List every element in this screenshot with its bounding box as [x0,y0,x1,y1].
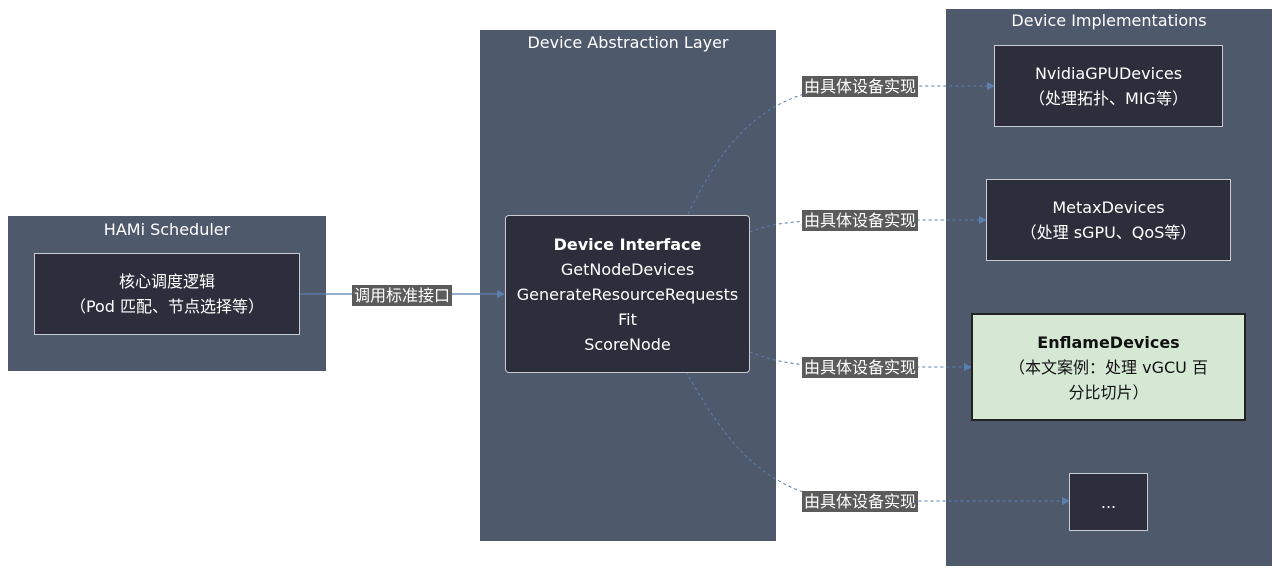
method-generateresourcerequests: GenerateResourceRequests [516,284,739,304]
method-scorenode: ScoreNode [584,334,671,354]
hami-scheduler-title: HAMi Scheduler [103,220,231,239]
impl-label-other: 由具体设备实现 [802,491,919,512]
method-getnodedevices: GetNodeDevices [560,259,695,279]
other-devices-node[interactable]: ... [1069,473,1148,531]
impl-label-enflame: 由具体设备实现 [802,357,919,378]
device-implementations-title: Device Implementations [1011,11,1207,30]
nvidia-line2: （处理拓扑、MIG等） [1029,89,1188,108]
metax-line1: MetaxDevices [1052,198,1165,217]
device-abstraction-title: Device Abstraction Layer [527,33,729,52]
metax-devices-node[interactable]: MetaxDevices （处理 sGPU、QoS等） [986,179,1231,261]
impl-edge-metax [749,216,987,233]
enflame-line3: 分比切片） [1068,382,1149,402]
core-logic-line2: （Pod 匹配、节点选择等） [69,297,265,316]
enflame-devices-node[interactable]: EnflameDevices （本文案例：处理 vGCU 百 分比切片） [971,313,1246,421]
impl-label-metax: 由具体设备实现 [802,210,919,231]
device-interface-title: Device Interface [553,234,702,254]
device-interface-node[interactable]: Device Interface GetNodeDevices Generate… [505,215,750,373]
call-standard-interface-label: 调用标准接口 [352,285,453,306]
enflame-line2: （本文案例：处理 vGCU 百 [1009,357,1208,377]
nvidia-line1: NvidiaGPUDevices [1034,64,1183,83]
core-scheduling-logic-node[interactable]: 核心调度逻辑 （Pod 匹配、节点选择等） [34,253,300,335]
method-fit: Fit [618,309,637,329]
nvidia-gpu-devices-node[interactable]: NvidiaGPUDevices （处理拓扑、MIG等） [994,45,1223,127]
metax-line2: （处理 sGPU、QoS等） [1020,223,1197,242]
core-logic-line1: 核心调度逻辑 [118,272,215,291]
impl-edge-enflame [749,351,972,371]
enflame-line1: EnflameDevices [1037,332,1180,352]
impl-edge-nvidia [687,82,995,215]
other-line1: ... [1100,492,1117,512]
impl-label-nvidia: 由具体设备实现 [802,76,919,97]
